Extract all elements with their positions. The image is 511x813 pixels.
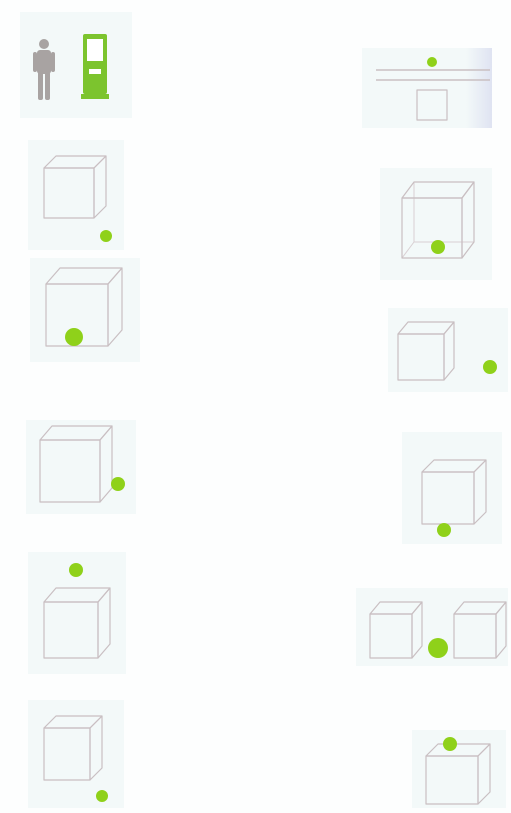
line-figure-drawing [362, 48, 492, 128]
cube-figure-panel [388, 308, 508, 392]
green-dot [100, 230, 112, 242]
vending-machine-icon [81, 34, 109, 99]
left-cube [370, 602, 422, 658]
green-dot [431, 240, 445, 254]
right-cube [454, 602, 506, 658]
cube-figure-drawing [380, 168, 492, 280]
two-cube-figure-panel [356, 588, 508, 666]
green-dot [437, 523, 451, 537]
cube [398, 322, 454, 380]
cube-figure-drawing [388, 308, 508, 392]
green-dot [428, 638, 448, 658]
cube-figure-panel [28, 700, 124, 808]
cube [44, 588, 110, 658]
cube-figure-drawing [26, 420, 136, 514]
line-figure-panel [362, 48, 492, 128]
green-dot [96, 790, 108, 802]
person-icon [33, 39, 55, 100]
cube-figure-drawing [30, 258, 140, 362]
cube-figure-drawing [412, 730, 506, 808]
person-machine-panel [20, 12, 132, 118]
two-cube-figure-drawing [356, 588, 508, 666]
cube [46, 268, 122, 346]
green-dot [483, 360, 497, 374]
person-machine-drawing [20, 12, 132, 118]
cube-figure-panel [28, 140, 124, 250]
green-dot [69, 563, 83, 577]
cube-figure-panel [28, 552, 126, 674]
cube-figure-panel [380, 168, 492, 280]
green-dot [427, 57, 437, 67]
cube-figure-panel [402, 432, 502, 544]
green-dot [111, 477, 125, 491]
cube-figure-panel [30, 258, 140, 362]
cube-figure-drawing [402, 432, 502, 544]
cube [40, 426, 112, 502]
cube [422, 460, 486, 524]
cube-figure-drawing [28, 140, 124, 250]
cube-figure-drawing [28, 700, 124, 808]
cube-figure-panel [26, 420, 136, 514]
cube [44, 156, 106, 218]
cube-figure-panel [412, 730, 506, 808]
cube [426, 744, 490, 804]
green-dot [443, 737, 457, 751]
green-dot [65, 328, 83, 346]
cube [44, 716, 102, 780]
cube-figure-drawing [28, 552, 126, 674]
